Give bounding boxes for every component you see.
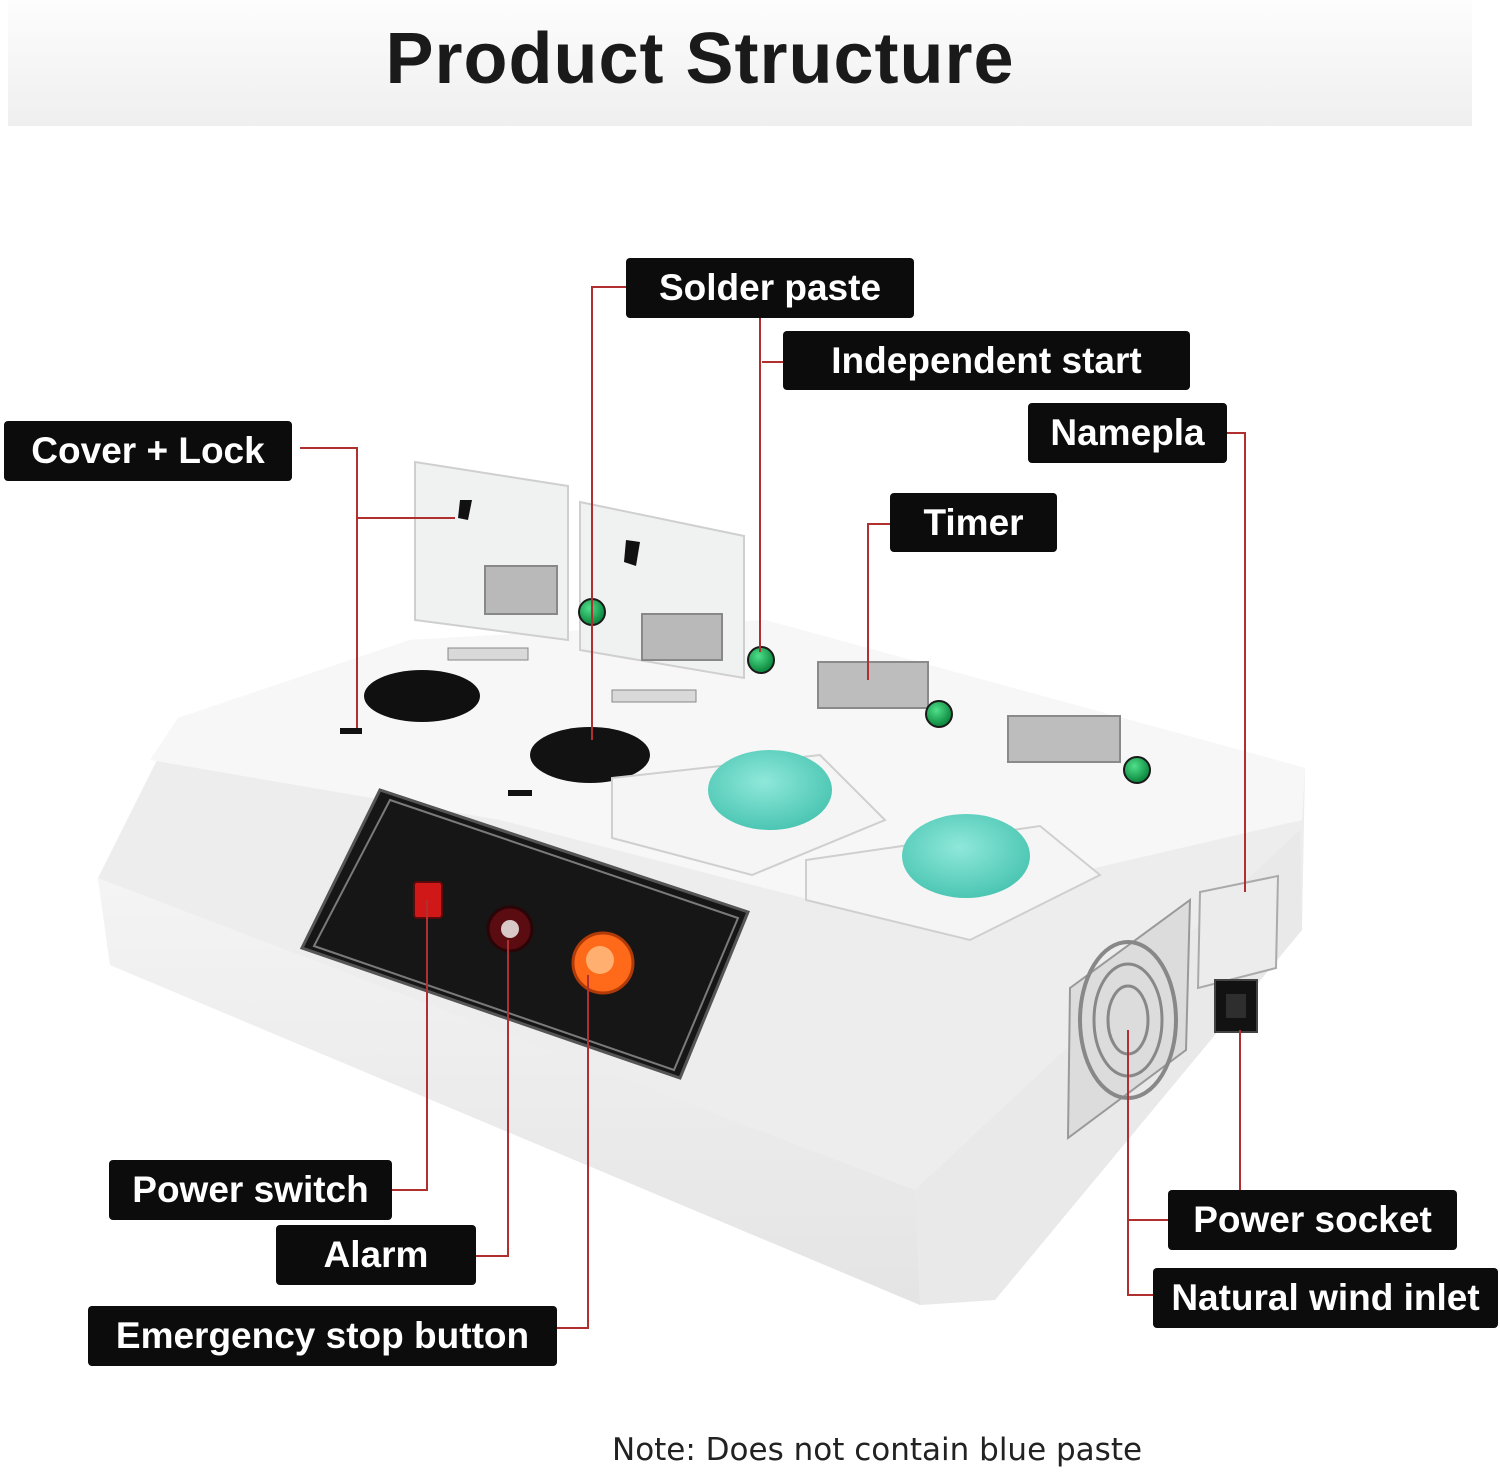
paste-well-hole-1: [364, 670, 480, 722]
note-text: Note: Does not contain blue paste: [612, 1432, 1143, 1468]
label-emergency-stop-button: Emergency stop button: [88, 1306, 557, 1366]
cover-lock-assembly-2: [579, 500, 745, 703]
timer-display-1: [817, 661, 929, 709]
label-independent-start: Independent start: [783, 331, 1190, 390]
label-natural-wind-inlet: Natural wind inlet: [1153, 1268, 1498, 1328]
label-power-socket: Power socket: [1168, 1190, 1457, 1250]
paste-well-hole-2: [530, 727, 650, 783]
paste-tray-1: [611, 750, 887, 877]
start-button-4[interactable]: [1123, 756, 1151, 784]
page-title: Product Structure: [385, 19, 1015, 99]
label-timer: Timer: [890, 493, 1057, 552]
label-namepla: Namepla: [1028, 403, 1227, 463]
nameplate: [1196, 874, 1280, 990]
label-power-switch: Power switch: [109, 1160, 392, 1220]
label-cover-lock: Cover + Lock: [4, 421, 292, 481]
start-button-3[interactable]: [925, 700, 953, 728]
title-bar: [8, 0, 1472, 126]
label-solder-paste: Solder paste: [626, 258, 914, 318]
timer-display-2: [1007, 715, 1121, 763]
label-alarm: Alarm: [276, 1225, 476, 1285]
cover-lock-assembly-1: [414, 460, 569, 661]
leader-lines: [300, 286, 1246, 1329]
paste-tray-2: [805, 814, 1102, 942]
